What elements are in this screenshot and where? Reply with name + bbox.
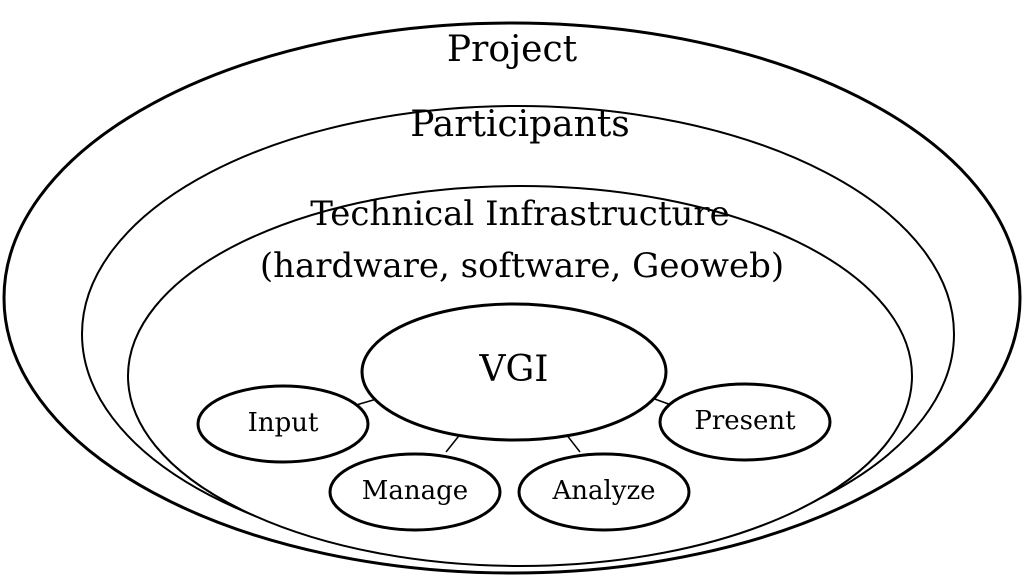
manage-node [328, 452, 502, 532]
analyze-node [517, 452, 691, 532]
input-node [196, 384, 370, 464]
vgi-node [360, 302, 668, 442]
project-label: Project [447, 29, 578, 70]
input-label: Input [248, 408, 319, 438]
vgi-label: VGI [479, 349, 549, 390]
present-node [658, 382, 832, 462]
infrastructure-label-line1: Technical Infrastructure [310, 194, 730, 234]
infrastructure-label-line2: (hardware, software, Geoweb) [260, 246, 784, 286]
analyze-label: Analyze [551, 476, 655, 506]
participants-label: Participants [410, 104, 630, 145]
manage-label: Manage [362, 476, 468, 506]
present-label: Present [694, 406, 796, 436]
